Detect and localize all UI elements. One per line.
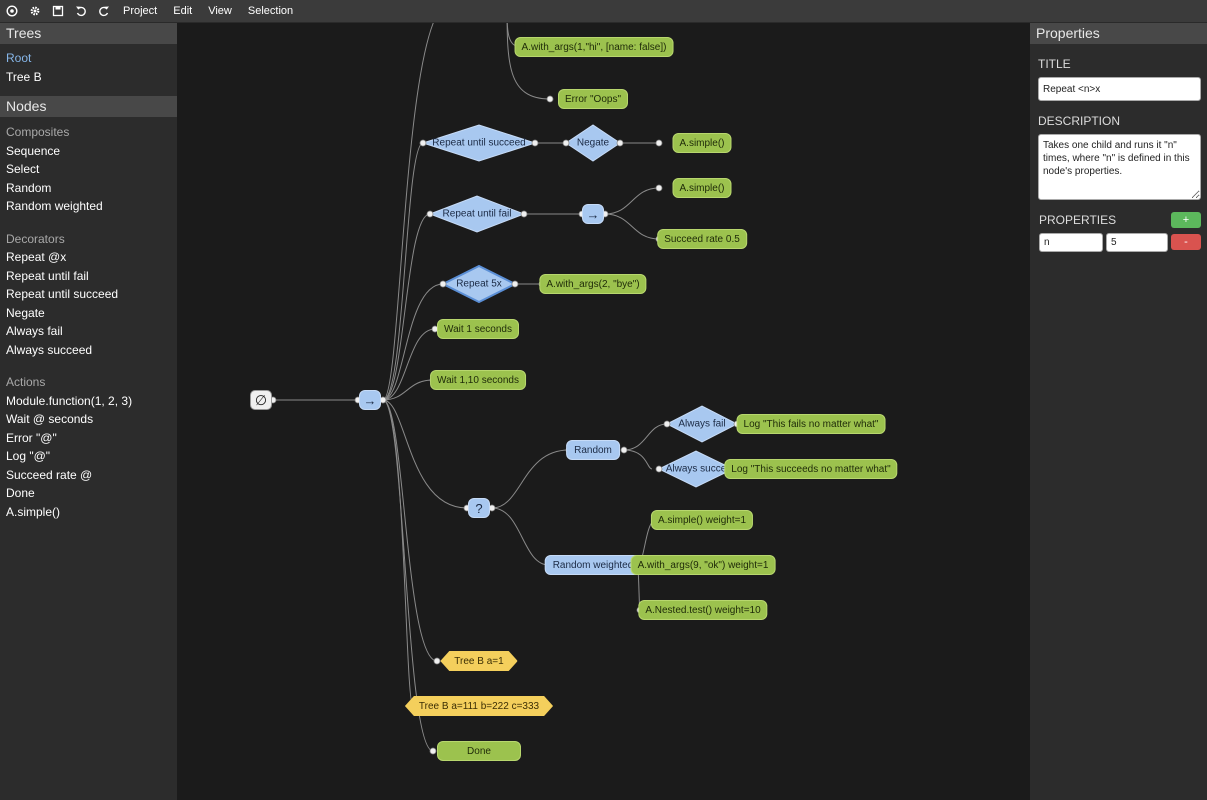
decorator-always-fail[interactable]: Always fail (678, 418, 726, 430)
action-node-a-with-args-ok[interactable]: A.with_args(9, "ok") weight=1 (630, 555, 776, 575)
sequence-node-main[interactable]: → (359, 390, 381, 410)
node-item-wait-seconds[interactable]: Wait @ seconds (6, 412, 94, 426)
decorator-repeat-until-fail[interactable]: Repeat until fail (442, 208, 512, 220)
decorator-negate[interactable]: Negate (576, 137, 610, 149)
target-icon[interactable] (0, 0, 23, 22)
node-item-repeat-until-fail[interactable]: Repeat until fail (6, 268, 89, 283)
composite-node-random-weighted[interactable]: Random weighted (544, 555, 642, 575)
description-textarea[interactable]: Takes one child and runs it "n" times, w… (1038, 134, 1201, 200)
action-node-log-succeeds[interactable]: Log "This succeeds no matter what" (724, 459, 898, 479)
composite-node-random[interactable]: Random (566, 440, 620, 460)
title-label: TITLE (1038, 57, 1071, 71)
decorators-title: Decorators (6, 231, 65, 246)
actions-title: Actions (6, 375, 46, 389)
remove-property-button[interactable]: - (1171, 234, 1201, 250)
properties-panel-title: Properties (1030, 23, 1207, 44)
node-item-a-simple[interactable]: A.simple() (6, 504, 61, 519)
action-node-a-simple-weight[interactable]: A.simple() weight=1 (650, 510, 754, 530)
menu-selection[interactable]: Selection (247, 5, 294, 17)
tree-node-tree-b-abc[interactable]: Tree B a=111 b=222 c=333 (405, 696, 553, 716)
decorator-repeat-5x[interactable]: Repeat 5x (456, 278, 502, 290)
root-node[interactable]: ∅ (250, 390, 272, 410)
undo-icon[interactable] (69, 0, 92, 22)
trees-panel-title: Trees (0, 23, 177, 44)
node-item-repeat-until-succeed[interactable]: Repeat until succeed (6, 287, 119, 301)
action-node-a-simple-2[interactable]: A.simple() (672, 178, 732, 198)
node-item-module-function[interactable]: Module.function(1, 2, 3) (6, 393, 133, 408)
node-item-done[interactable]: Done (6, 486, 35, 500)
tree-item-root[interactable]: Root (6, 51, 32, 65)
node-item-random[interactable]: Random (6, 180, 52, 195)
menu-view[interactable]: View (208, 5, 232, 17)
action-node-error-oops[interactable]: Error "Oops" (557, 89, 629, 109)
action-node-done[interactable]: Done (437, 741, 521, 761)
tree-node-tree-b-a1[interactable]: Tree B a=1 (440, 651, 517, 671)
title-input[interactable] (1038, 77, 1201, 101)
gear-icon[interactable] (23, 0, 46, 22)
decorator-always-succeed[interactable]: Always succe (665, 463, 727, 475)
property-key-input[interactable] (1039, 233, 1103, 252)
action-node-a-with-args-bye[interactable]: A.with_args(2, "bye") (539, 274, 647, 294)
top-toolbar: Project Edit View Selection (0, 0, 1207, 23)
property-row: - (1030, 233, 1207, 252)
decorator-repeat-until-succeed[interactable]: Repeat until succeed (432, 137, 526, 149)
action-node-a-with-args[interactable]: A.with_args(1,"hi", [name: false]) (514, 37, 674, 57)
save-icon[interactable] (46, 0, 69, 22)
node-item-negate[interactable]: Negate (6, 305, 45, 320)
action-node-a-simple-1[interactable]: A.simple() (672, 133, 732, 153)
node-item-select[interactable]: Select (6, 162, 40, 176)
nodes-panel-title: Nodes (0, 96, 177, 117)
left-sidebar: Trees Root Tree B Nodes Composites Seque… (0, 23, 177, 800)
action-node-succeed-rate[interactable]: Succeed rate 0.5 (657, 229, 747, 249)
action-node-wait-1-10[interactable]: Wait 1,10 seconds (430, 370, 526, 390)
properties-header: PROPERTIES + (1030, 212, 1207, 228)
node-item-succeed-rate[interactable]: Succeed rate @ (6, 467, 93, 482)
node-item-repeat-x[interactable]: Repeat @x (6, 250, 67, 264)
property-value-input[interactable] (1106, 233, 1168, 252)
node-item-log[interactable]: Log "@" (6, 449, 51, 463)
properties-sidebar: Properties TITLE DESCRIPTION Takes one c… (1030, 23, 1207, 800)
action-node-log-fails[interactable]: Log "This fails no matter what" (736, 414, 886, 434)
sequence-node-inner[interactable]: → (582, 204, 604, 224)
node-item-always-fail[interactable]: Always fail (6, 324, 63, 338)
redo-icon[interactable] (92, 0, 115, 22)
graph-canvas[interactable]: ∅ → A.with_args(1,"hi", [name: false]) E… (177, 23, 1030, 800)
action-node-wait-1[interactable]: Wait 1 seconds (437, 319, 519, 339)
node-item-error[interactable]: Error "@" (6, 430, 57, 445)
add-property-button[interactable]: + (1171, 212, 1201, 228)
select-node[interactable]: ? (468, 498, 490, 518)
node-item-sequence[interactable]: Sequence (6, 143, 61, 158)
menu-edit[interactable]: Edit (173, 5, 193, 17)
tree-item-tree-b[interactable]: Tree B (6, 69, 42, 84)
node-item-always-succeed[interactable]: Always succeed (6, 342, 93, 357)
node-item-random-weighted[interactable]: Random weighted (6, 199, 103, 213)
properties-label: PROPERTIES (1039, 213, 1117, 227)
menu-project[interactable]: Project (123, 5, 158, 17)
action-node-a-nested-test[interactable]: A.Nested.test() weight=10 (638, 600, 768, 620)
description-label: DESCRIPTION (1038, 114, 1121, 128)
composites-title: Composites (6, 125, 70, 139)
